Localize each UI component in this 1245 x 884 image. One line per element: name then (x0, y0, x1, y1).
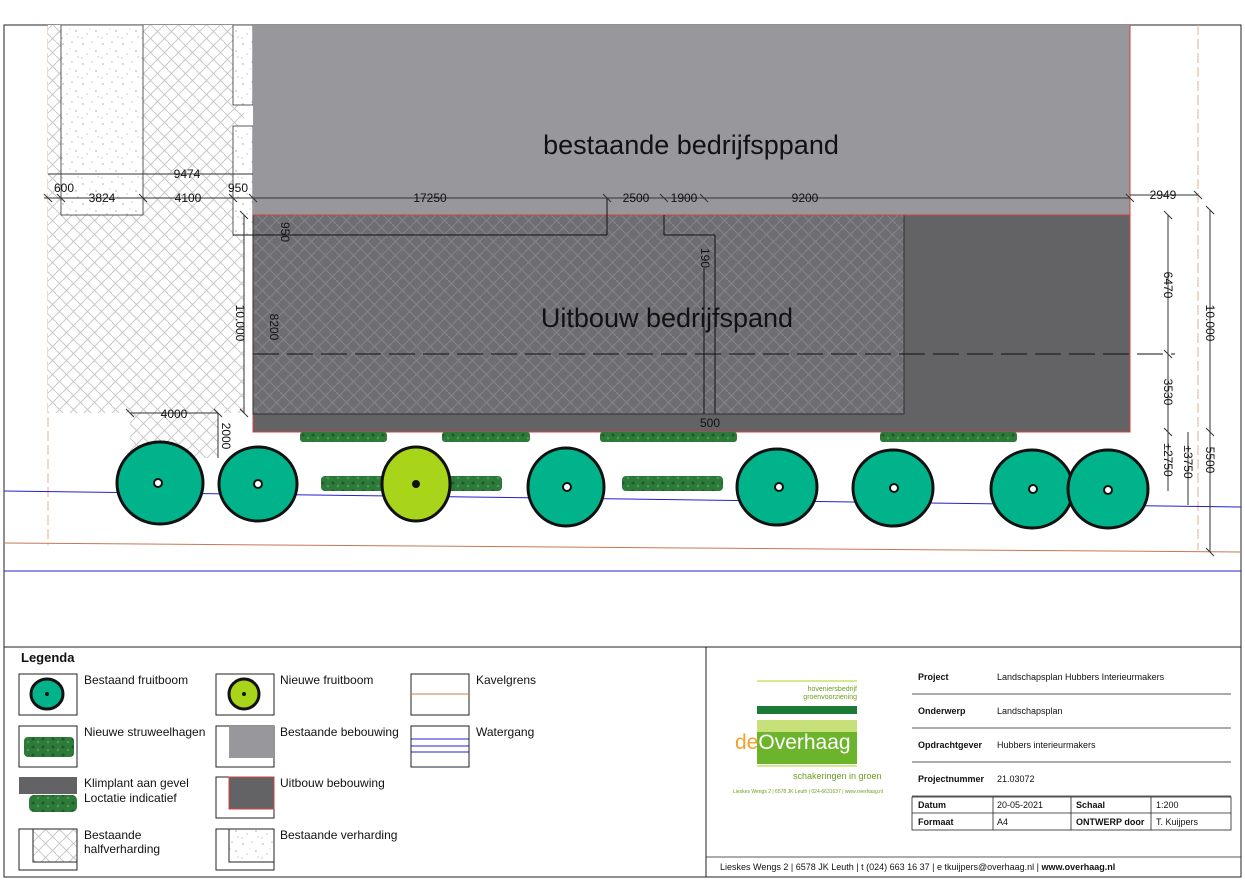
dim-17250: 17250 (413, 191, 447, 205)
legend-paving-icon (228, 828, 275, 863)
climber-1 (300, 432, 387, 442)
existing-building (253, 25, 1130, 215)
existing-tree-5 (851, 448, 935, 528)
dim-4000: 4000 (161, 407, 188, 421)
dim-9474: 9474 (174, 167, 201, 181)
dim-950-v: 950 (278, 222, 292, 242)
dim-9200: 9200 (792, 191, 819, 205)
dimension-ticks (43, 190, 1215, 557)
dim-10000-left: 10.000 (233, 305, 247, 342)
legend-climber-icon (19, 777, 77, 794)
title-block-grid (706, 693, 1241, 858)
dim-4100: 4100 (175, 191, 202, 205)
legend-half-paving-icon (32, 828, 78, 863)
existing-tree-3 (526, 446, 606, 528)
dim-2500: 2500 (623, 191, 650, 205)
dim-1900: 1900 (671, 191, 698, 205)
dim-2000: 2000 (219, 423, 233, 450)
existing-tree-7 (1066, 448, 1150, 530)
new-hedge-3 (622, 476, 723, 491)
dim-3824: 3824 (89, 191, 116, 205)
new-tree-1 (380, 445, 452, 523)
legend-existing-building-icon (229, 726, 274, 758)
extension-paved-part (252, 214, 905, 415)
new-hedge-2 (444, 476, 502, 491)
dim-3530: 3530 (1161, 379, 1175, 406)
climber-2 (442, 432, 530, 442)
dim-10000-right: 10.000 (1203, 305, 1217, 342)
company-logo (757, 680, 857, 767)
existing-building-label: bestaande bedrijfsppand (543, 130, 839, 160)
dim-5500: 5500 (1203, 447, 1217, 474)
climber-4 (880, 432, 1017, 442)
dim-950: 950 (228, 181, 248, 195)
dim-2949: 2949 (1150, 188, 1177, 202)
existing-tree-2 (217, 445, 299, 523)
existing-tree-6 (989, 448, 1075, 530)
dim-8200: 8200 (267, 314, 281, 341)
dim-3750: ±3750 (1181, 445, 1195, 479)
dim-600: 600 (54, 181, 74, 195)
paving-small-1 (232, 24, 254, 106)
legend-symbols (18, 673, 470, 871)
paving-strip (60, 24, 144, 216)
dimension-lines (44, 173, 1211, 552)
new-hedge-1 (321, 476, 399, 491)
dim-6470: 6470 (1161, 272, 1175, 299)
extension-building-label: Uitbouw bedrijfspand (541, 303, 793, 333)
plot-boundary-bottom (3, 542, 1242, 553)
dim-190: 190 (698, 248, 712, 268)
dim-500: 500 (700, 416, 720, 430)
existing-tree-4 (735, 447, 819, 527)
existing-tree-1 (115, 440, 205, 526)
dim-2750: ±2750 (1161, 443, 1175, 477)
legend-hedge-icon (24, 737, 74, 757)
legend-extension-icon (228, 776, 275, 810)
climber-3 (600, 432, 737, 442)
